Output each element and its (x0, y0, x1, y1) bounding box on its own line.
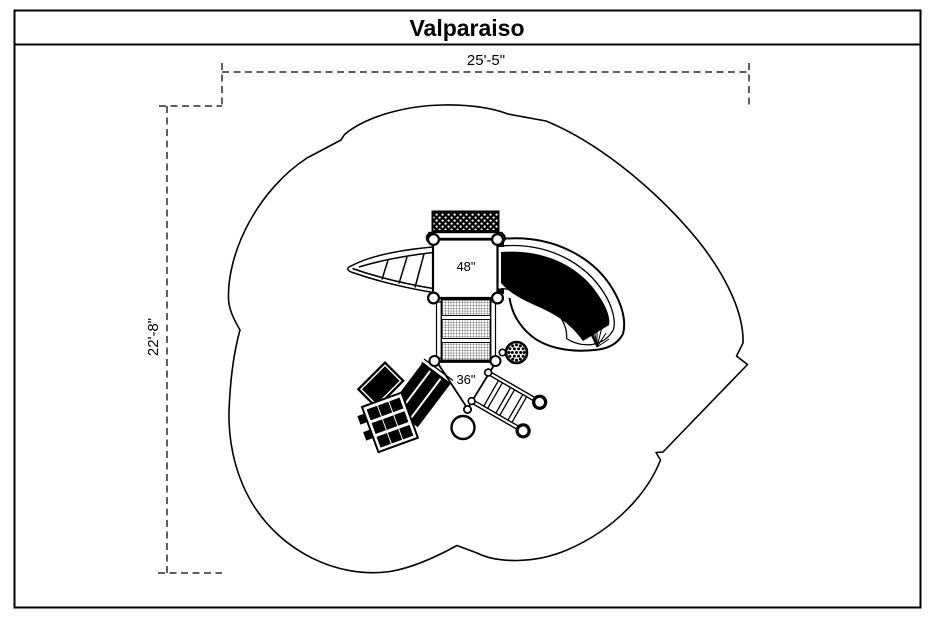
grid-panel (357, 391, 420, 454)
safety-zone-outline (227, 104, 749, 574)
bridge (435, 298, 497, 362)
ladder-loop-end (532, 394, 548, 410)
deck-36-label: 36" (456, 372, 475, 387)
deck-48-label: 48" (456, 259, 475, 274)
slide-mount (497, 288, 504, 294)
width-dimension-label: 25'-5" (467, 52, 505, 69)
slide-bed (501, 251, 610, 341)
play-structure: 48" 36" (347, 210, 626, 454)
height-dimension-label: 22'-8" (145, 318, 162, 356)
ladder-post (483, 368, 493, 377)
page-title: Valparaiso (409, 15, 524, 41)
ladder-post (467, 396, 476, 406)
climber-rung (414, 253, 425, 288)
ladder-loop-end (515, 423, 531, 439)
deck-48: 48" (427, 233, 505, 305)
deck-post (489, 355, 502, 367)
deck-36: 36" (428, 355, 502, 414)
curved-slide (500, 237, 626, 352)
activity-panels (356, 358, 454, 454)
steering-wheel (498, 340, 529, 365)
transfer-ring (450, 414, 476, 441)
deck-post (491, 291, 505, 305)
ladder-rung (482, 379, 504, 410)
deck-post (491, 233, 505, 247)
solid-panel-small (356, 361, 405, 410)
ladder-rung (494, 386, 516, 417)
climber (347, 246, 434, 294)
climber-rung (398, 256, 408, 284)
climber-rung (381, 259, 389, 280)
slide-fan-lines (572, 296, 610, 348)
step-ladder (467, 368, 548, 439)
deck-post (427, 291, 441, 305)
ladder-rung (507, 393, 528, 424)
deck-post (427, 233, 441, 247)
deck-post (462, 404, 472, 414)
dimension-lines (158, 63, 750, 574)
wheel-dots (507, 343, 526, 362)
